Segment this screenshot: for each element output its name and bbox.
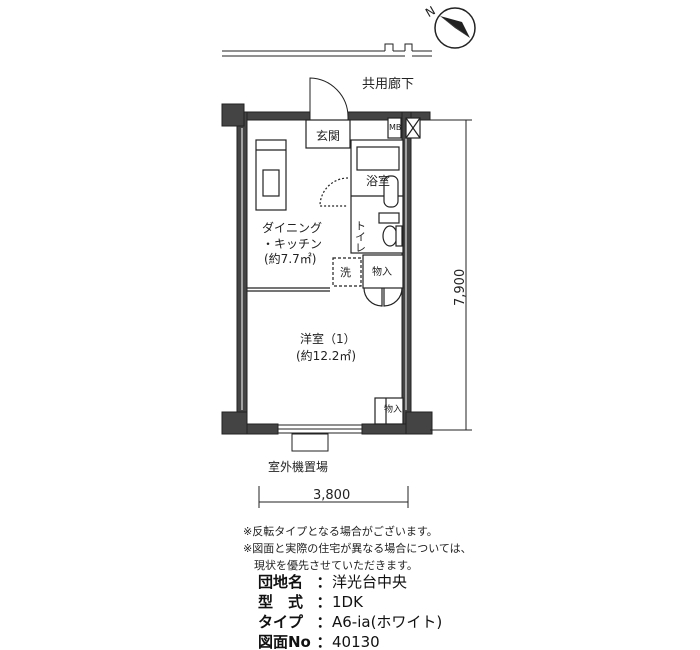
compass-north-label: N [423, 3, 438, 20]
balcony-window [277, 424, 363, 452]
toilet-label-group: トイレ [354, 220, 367, 253]
depth-dimension [430, 119, 472, 431]
info-label: 型 式 [258, 593, 304, 611]
note-line: ※反転タイプとなる場合がございます。 [243, 525, 438, 538]
dk-label-line1: ダイニング [262, 220, 322, 235]
width-dimension-label: 3,800 [313, 488, 350, 503]
info-value: 洋光台中央 [332, 573, 408, 591]
info-sep: ： [316, 593, 332, 611]
corridor-rail [222, 43, 432, 57]
notes: ※反転タイプとなる場合がございます。 ※図面と実際の住宅が異なる場合については、… [243, 523, 472, 574]
info-value: A6-ia(ホワイト) [332, 613, 443, 631]
storage2-label: 物入 [384, 403, 402, 415]
note-line: ※図面と実際の住宅が異なる場合については、 [243, 542, 472, 555]
mb-label: MB [389, 123, 401, 132]
info-sep: ： [316, 573, 332, 591]
info-label: 団地名 [258, 573, 304, 591]
info-sep: ： [316, 613, 332, 631]
bath-label: 浴室 [366, 173, 390, 188]
western-room-label: 洋室（1） [300, 331, 356, 346]
info-value: 1DK [332, 593, 363, 611]
info-row-name: 団地名 ：洋光台中央 [258, 572, 442, 592]
entrance-label: 玄関 [316, 128, 340, 143]
north-compass-icon: N [423, 3, 476, 49]
interior-walls [247, 117, 421, 425]
info-label: タイプ [258, 613, 304, 631]
dk-area-label: (約7.7㎡) [264, 251, 316, 266]
dk-label-line2: ・キッチン [262, 237, 322, 251]
info-row-model: 型 式 ：1DK [258, 592, 442, 612]
info-value: 40130 [332, 633, 380, 650]
western-room-area: (約12.2㎡) [296, 348, 356, 363]
info-row-plan: 図面No ：40130 [258, 632, 442, 650]
storage1-label: 物入 [372, 265, 392, 278]
info-row-type: タイプ ：A6-ia(ホワイト) [258, 612, 442, 632]
toilet-label: トイレ [354, 220, 367, 253]
depth-dimension-label: 7,900 [453, 269, 468, 306]
info-label: 図面No [258, 633, 311, 650]
note-line: 現状を優先させていただきます。 [243, 559, 418, 572]
property-info: 団地名：洋光台中央 型 式：1DK タイプ：A6-ia(ホワイト) 図面No：4… [258, 572, 442, 650]
ac-area-label: 室外機置場 [268, 459, 328, 474]
entrance-door [309, 77, 349, 118]
width-dimension [258, 486, 409, 508]
info-sep: ： [316, 633, 332, 650]
washer-label: 洗 [340, 266, 351, 279]
corridor-label: 共用廊下 [362, 76, 414, 92]
